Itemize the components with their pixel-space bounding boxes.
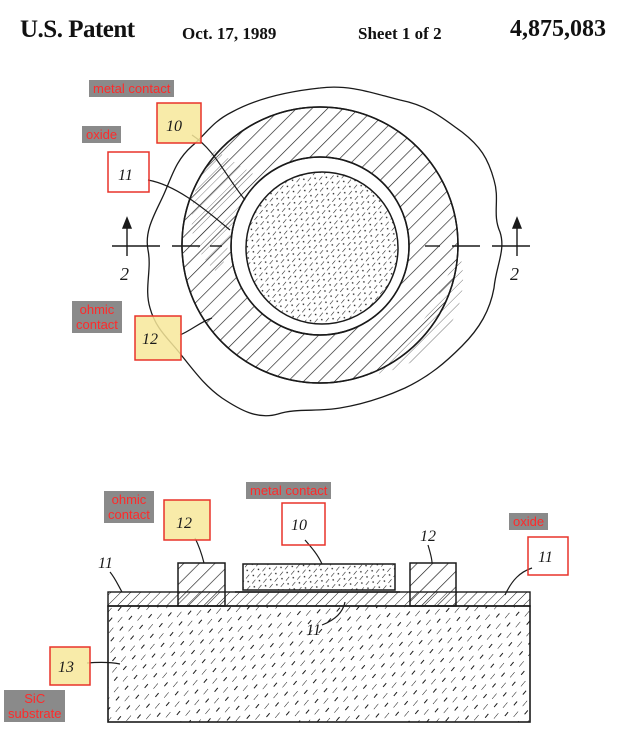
ohmic-contact-left [177,562,226,607]
label-metal-contact-top: metal contact [89,80,175,97]
patent-title: U.S. Patent [20,16,135,43]
ref-numeral-12-right: 12 [420,528,436,545]
leader-12 [179,317,213,336]
metal-contact-layer [242,563,396,591]
ref-numeral-12: 12 [142,331,158,348]
ref-numeral-10: 10 [166,118,182,135]
substrate-boundary [146,86,503,417]
annotation-box-10-bottom [281,502,326,546]
label-ohmic-contact-top: ohmic contact [72,301,122,333]
ref-numeral-13: 13 [58,659,74,676]
annotation-box-11 [107,151,150,193]
ref-numeral-10-bottom: 10 [291,517,307,534]
annotation-box-13 [49,646,91,686]
metal-contact-disc [245,171,399,325]
annotation-box-12-left [163,499,211,541]
patent-date: Oct. 17, 1989 [182,24,277,43]
ref-numeral-12-left: 12 [176,515,192,532]
ref-numeral-11-left: 11 [98,555,113,572]
label-sic-substrate: SiC substrate [4,690,66,722]
oxide-layer [107,591,531,607]
annotation-box-12 [134,315,182,361]
leader-11 [147,179,231,231]
patent-number: 4,875,083 [510,16,606,42]
annotation-box-10 [156,102,202,144]
section-marker-right: 2 [510,264,519,284]
label-oxide-bottom: oxide [509,513,549,530]
section-marker-left: 2 [120,264,129,284]
label-ohmic-contact-bottom: ohmic contact [104,491,154,523]
ref-numeral-11-right: 11 [538,549,553,566]
label-oxide-top: oxide [82,126,122,143]
cross-section-figure: 11 12 10 12 11 11 13 [49,499,569,723]
sic-substrate [107,605,531,723]
sheet-number: Sheet 1 of 2 [358,24,442,43]
ohmic-contact-right [409,562,457,607]
ref-numeral-11: 11 [118,167,133,184]
ref-numeral-11-center: 11 [306,622,321,639]
label-metal-contact-bottom: metal contact [246,482,332,499]
plan-view-figure: 2 2 10 11 12 [107,86,530,417]
section-line [112,216,530,256]
annotation-box-11-right [527,536,569,576]
